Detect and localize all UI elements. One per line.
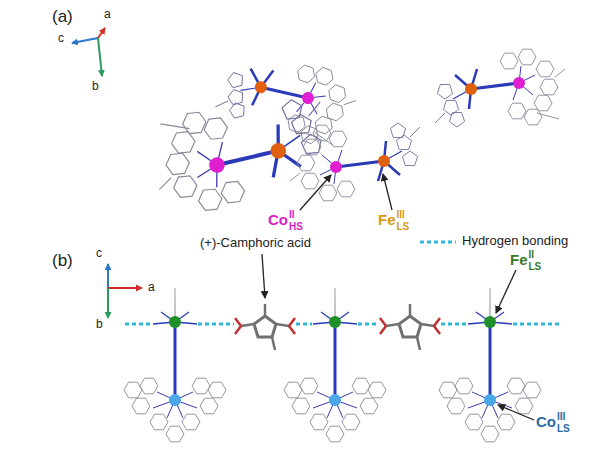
leader-line — [496, 270, 516, 313]
subscript: LS — [397, 221, 410, 232]
molecule-pairs — [152, 38, 565, 215]
leader-line — [300, 175, 331, 210]
part-label: (+)-Camphoric acid — [200, 236, 311, 250]
subscript: LS — [529, 261, 542, 272]
axis-label: a — [148, 281, 155, 294]
axis-label: c — [96, 247, 102, 260]
panel-label: (a) — [52, 8, 73, 27]
axis-label: a — [104, 8, 111, 21]
superscript: II — [289, 209, 295, 220]
axis-label: b — [96, 318, 103, 331]
superscript: II — [529, 249, 535, 260]
axis-triad — [108, 264, 142, 318]
panel-label: (b) — [52, 252, 73, 271]
subscript: LS — [557, 423, 570, 434]
leader-line — [498, 405, 534, 420]
subscript: HS — [289, 221, 303, 232]
ion-label: Fe — [510, 252, 528, 269]
legend-sample — [420, 241, 456, 244]
ion-label: Fe — [378, 212, 396, 229]
ion-label: Co — [536, 414, 556, 431]
superscript: III — [557, 411, 565, 422]
axis-label: c — [58, 32, 64, 45]
chain-units — [124, 288, 541, 442]
superscript: III — [397, 209, 405, 220]
ion-label: Co — [268, 212, 288, 229]
axis-label: b — [92, 80, 99, 93]
leader-line — [383, 174, 392, 210]
legend-text: Hydrogen bonding — [462, 234, 568, 248]
leader-line — [262, 254, 265, 298]
axis-triad — [72, 28, 105, 76]
